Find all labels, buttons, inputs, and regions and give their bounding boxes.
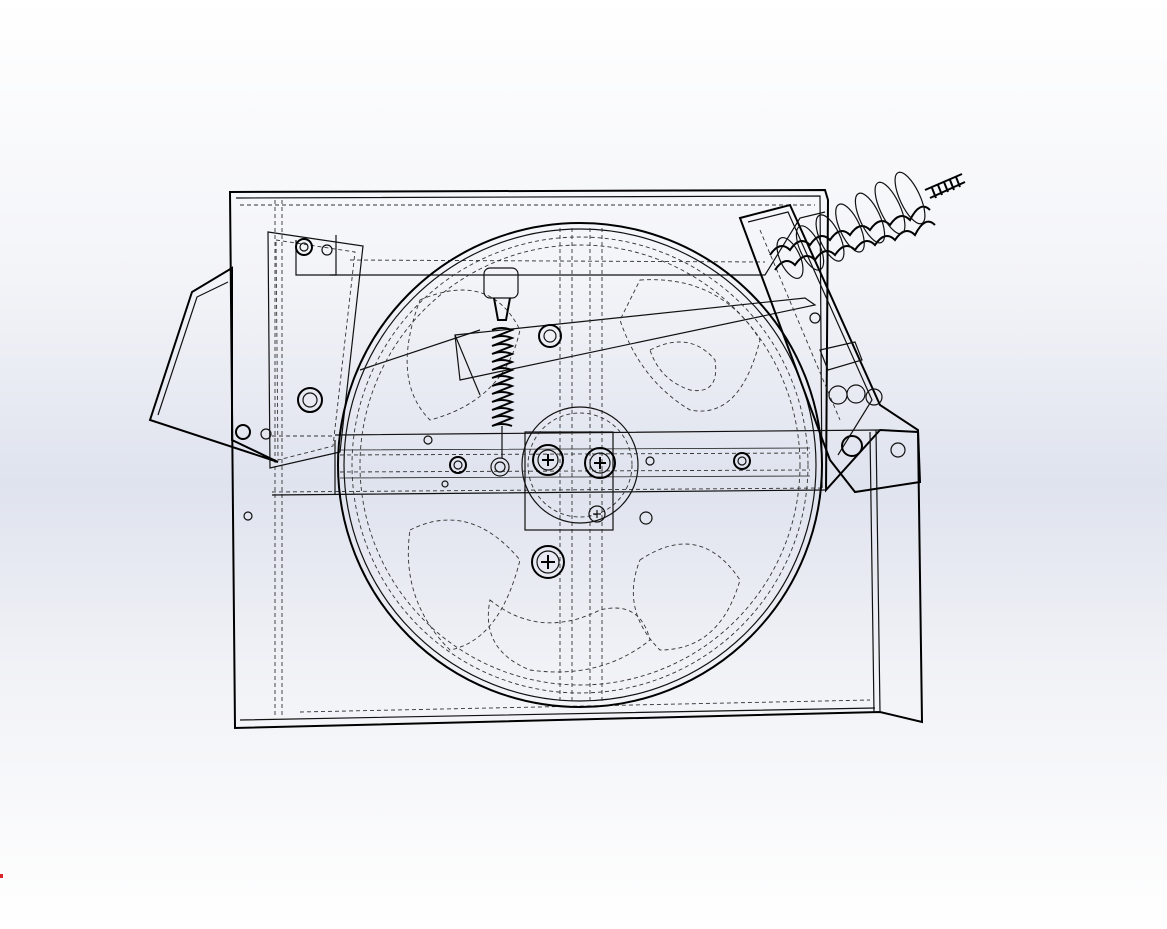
coil-spring-icon — [483, 267, 519, 458]
coordinate-origin-marker — [0, 874, 3, 878]
phillips-screw-icon — [423, 324, 751, 579]
wheel-hub-icon — [339, 406, 811, 531]
main-wheel — [337, 222, 823, 708]
left-flap — [148, 231, 364, 521]
right-lever — [738, 203, 922, 494]
threaded-rod-icon — [769, 171, 966, 279]
housing-frame — [228, 188, 924, 730]
